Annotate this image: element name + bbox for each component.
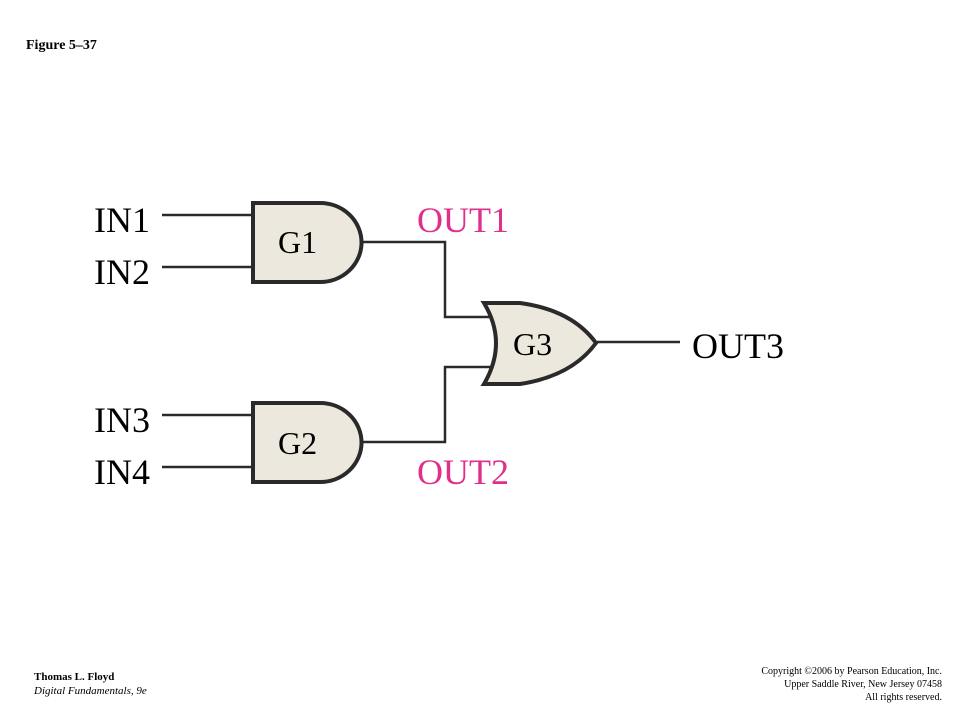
or-gate-g3 [480,301,599,386]
copyright-line-1: Copyright ©2006 by Pearson Education, In… [761,666,942,677]
book-title: Digital Fundamentals, 9e [34,685,147,697]
copyright-line-3: All rights reserved. [865,692,942,703]
and-gate-g2 [251,401,364,484]
output-label-out1: OUT1 [417,200,509,240]
wire-out2 [361,365,494,444]
output-label-out3: OUT3 [692,326,784,366]
input-label-in4: IN4 [94,452,150,492]
gate-label-g2: G2 [278,425,317,461]
input-label-in3: IN3 [94,400,150,440]
gate-label-g1: G1 [278,224,317,260]
copyright-line-2: Upper Saddle River, New Jersey 07458 [784,679,942,690]
footer-credits: Thomas L. Floyd Digital Fundamentals, 9e [34,670,147,698]
output-label-out2: OUT2 [417,452,509,492]
gate-label-g3: G3 [513,326,552,362]
input-label-in2: IN2 [94,252,150,292]
input-label-in1: IN1 [94,200,150,240]
and-gate-g1 [251,201,364,284]
author-name: Thomas L. Floyd [34,671,115,683]
figure-title: Figure 5–37 [26,38,97,53]
copyright-notice: Copyright ©2006 by Pearson Education, In… [761,665,942,704]
wire-out1 [361,240,494,319]
